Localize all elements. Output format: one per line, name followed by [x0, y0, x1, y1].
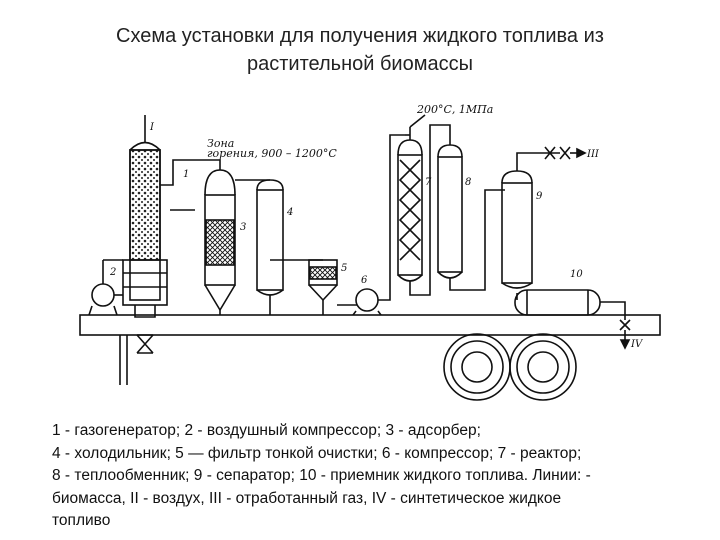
trailer-platform	[79, 314, 661, 336]
liquid-fuel-receiver	[514, 289, 631, 350]
legend-caption: 1 - газогенератор; 2 - воздушный компрес…	[52, 420, 692, 533]
line-label-4: IV	[630, 339, 644, 350]
number-8: 8	[465, 177, 471, 188]
number-9: 9	[536, 191, 543, 202]
caption-line-2: 4 - холодильник; 5 — фильтр тонкой очист…	[52, 444, 582, 462]
trailer-wheel-right	[509, 333, 577, 401]
adsorber	[204, 169, 236, 315]
zone-label-2: горения, 900 – 1200°С	[207, 147, 337, 160]
title-line-1: Схема установки для получения жидкого то…	[116, 25, 604, 47]
heat-exchanger	[437, 144, 505, 291]
reactor	[397, 114, 451, 296]
caption-line-5: топливо	[52, 512, 111, 529]
number-3: 3	[240, 222, 246, 233]
gas-generator	[122, 115, 168, 354]
caption-line-3: 8 - теплообменник; 9 - сепаратор; 10 - п…	[52, 467, 591, 484]
cooler	[235, 179, 284, 315]
caption-line-4: биомасса, II - воздух, III - отработанны…	[52, 489, 562, 507]
title-line-2: растительной биомассы	[247, 53, 473, 75]
number-5: 5	[341, 263, 347, 274]
caption-line-1: 1 - газогенератор; 2 - воздушный компрес…	[52, 422, 481, 439]
number-6: 6	[361, 275, 368, 286]
number-10: 10	[570, 269, 583, 280]
line-label-3: III	[586, 149, 600, 160]
slide-title: Схема установки для получения жидкого то…	[40, 22, 680, 78]
compressor	[337, 134, 405, 316]
number-2: 2	[109, 267, 116, 278]
trailer-wheel-left	[443, 333, 511, 401]
air-compressor	[88, 259, 123, 316]
line-label-1: I	[149, 122, 155, 133]
reactor-conditions: 200°С, 1МПа	[416, 103, 493, 116]
number-1: 1	[183, 169, 189, 180]
zone-label-1: Зона	[207, 137, 234, 150]
number-4: 4	[286, 207, 293, 218]
installation-diagram: Зона горения, 900 – 1200°С 200°С, 1МПа I…	[79, 103, 661, 401]
separator	[501, 146, 587, 300]
fine-filter	[270, 259, 338, 315]
number-7: 7	[425, 177, 432, 188]
